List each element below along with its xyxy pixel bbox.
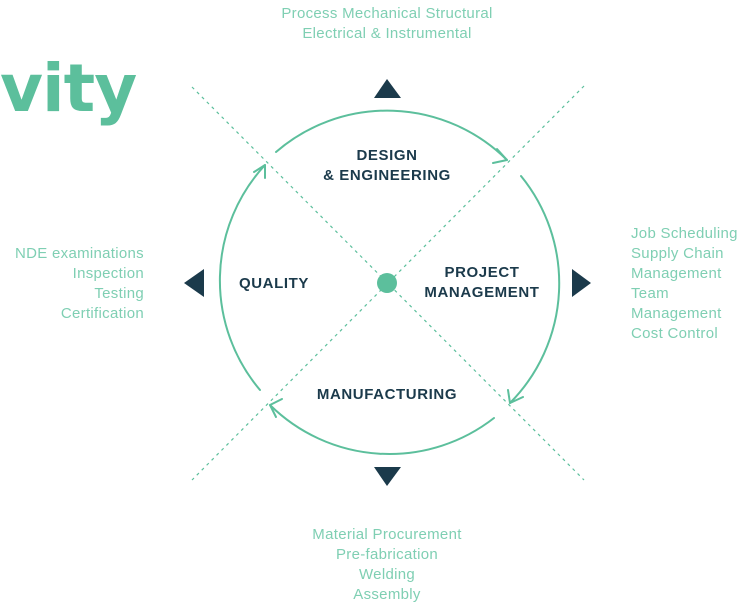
detail-item: Assembly — [353, 586, 421, 603]
detail-item: Job Scheduling — [631, 225, 738, 242]
left-details: NDE examinations Inspection Testing Cert… — [0, 244, 144, 324]
detail-item: Testing — [94, 285, 144, 302]
cycle-arrow-icon — [218, 109, 561, 455]
detail-item: Pre-fabrication — [335, 546, 439, 563]
bottom-details: Material Procurement Pre-fabrication Wel… — [262, 525, 512, 605]
detail-item: Supply Chain — [631, 245, 724, 262]
top-details: Process Mechanical Structural Electrical… — [237, 4, 537, 44]
detail-item: Cost Control — [631, 325, 718, 342]
project-management-label: PROJECT MANAGEMENT — [421, 263, 543, 303]
arrowhead-top-left — [253, 164, 266, 179]
arc-bottom — [269, 404, 495, 455]
arrowhead-top-right — [492, 148, 508, 164]
detail-item: Process Mechanical Structural — [281, 5, 493, 22]
detail-item: NDE examinations — [14, 245, 144, 262]
diagonal-line-nw-se — [191, 86, 585, 481]
design-label-line1: DESIGN — [356, 147, 418, 164]
arrowheads — [253, 148, 524, 418]
detail-item: Inspection — [72, 265, 144, 282]
detail-item: Management — [631, 305, 722, 322]
brand-wordmark: vity — [0, 50, 137, 127]
center-dot-icon — [377, 273, 397, 293]
detail-item: Certification — [60, 305, 144, 322]
arc-top — [275, 109, 508, 161]
arrowhead-bottom-left — [269, 398, 283, 418]
arc-right — [509, 175, 561, 404]
triangle-left-icon — [184, 269, 204, 297]
detail-item: Welding — [358, 566, 416, 583]
arc-left — [218, 164, 266, 391]
triangle-down-icon — [374, 467, 401, 486]
detail-item: Team — [631, 285, 669, 302]
quality-label: QUALITY — [238, 275, 310, 292]
design-engineering-label: DESIGN & ENGINEERING — [317, 146, 457, 186]
triangle-right-icon — [572, 269, 591, 297]
project-label-line1: PROJECT — [444, 264, 520, 281]
triangle-up-icon — [374, 79, 401, 98]
detail-item: Electrical & Instrumental — [302, 25, 472, 42]
manufacturing-label: MANUFACTURING — [316, 386, 458, 403]
project-label-line2: MANAGEMENT — [424, 284, 540, 301]
detail-item: Material Procurement — [312, 526, 462, 543]
design-label-line2: & ENGINEERING — [323, 167, 451, 184]
detail-item: Management — [631, 265, 722, 282]
arrowhead-bottom-right — [507, 389, 524, 404]
diagonal-line-ne-sw — [191, 85, 585, 481]
right-details: Job Scheduling Supply Chain Management T… — [631, 224, 738, 344]
